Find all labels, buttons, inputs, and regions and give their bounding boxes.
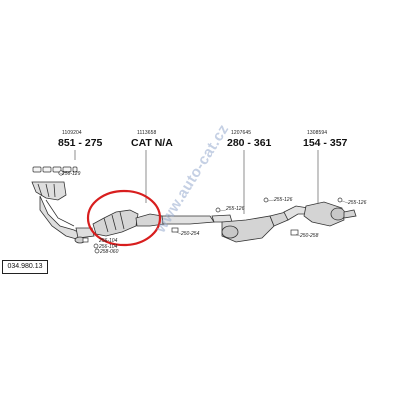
front-pipe <box>74 227 95 244</box>
nut-icon <box>93 243 99 249</box>
hanger-icon <box>290 229 299 236</box>
callout-label: 255-126 <box>274 197 293 203</box>
reference-number-4: 1308594 <box>307 130 328 136</box>
highlight-circle <box>86 189 162 247</box>
part-number-4: 154 - 357 <box>303 137 348 149</box>
rear-silencer <box>303 201 357 227</box>
mounting-hardware <box>58 170 343 254</box>
clamp-icon <box>215 207 221 213</box>
clamp-icon <box>337 197 343 203</box>
callout-label: 250-258 <box>300 233 319 239</box>
callout-label: 250-254 <box>181 231 200 237</box>
gasket-icon <box>82 237 89 243</box>
part-number-3: 280 - 361 <box>227 137 272 149</box>
reference-number-2: 1113658 <box>137 130 157 136</box>
callout-label: 258-060 <box>100 249 119 255</box>
center-silencer <box>221 211 289 243</box>
callout-label: 255-126 <box>348 200 367 206</box>
nut-icon <box>94 248 100 254</box>
callout-label: 256-129 <box>62 171 81 177</box>
gasket-row <box>32 166 78 173</box>
bolt-icon <box>58 170 64 176</box>
callout-label: 256-104 <box>99 244 118 250</box>
callout-label: 256-104 <box>99 238 118 244</box>
callout-label: 255-126 <box>226 206 245 212</box>
catalytic-converter <box>92 209 165 237</box>
catalog-code: 034.980.13 <box>2 260 48 274</box>
part-number-2: CAT N/A <box>131 137 173 149</box>
hanger-icon <box>171 227 179 233</box>
clamp-icon <box>263 197 269 203</box>
reference-number-1: 1109204 <box>62 130 82 136</box>
part-number-1: 851 - 275 <box>58 137 103 149</box>
reference-number-3: 1207645 <box>231 130 252 136</box>
exhaust-manifold <box>31 181 83 241</box>
